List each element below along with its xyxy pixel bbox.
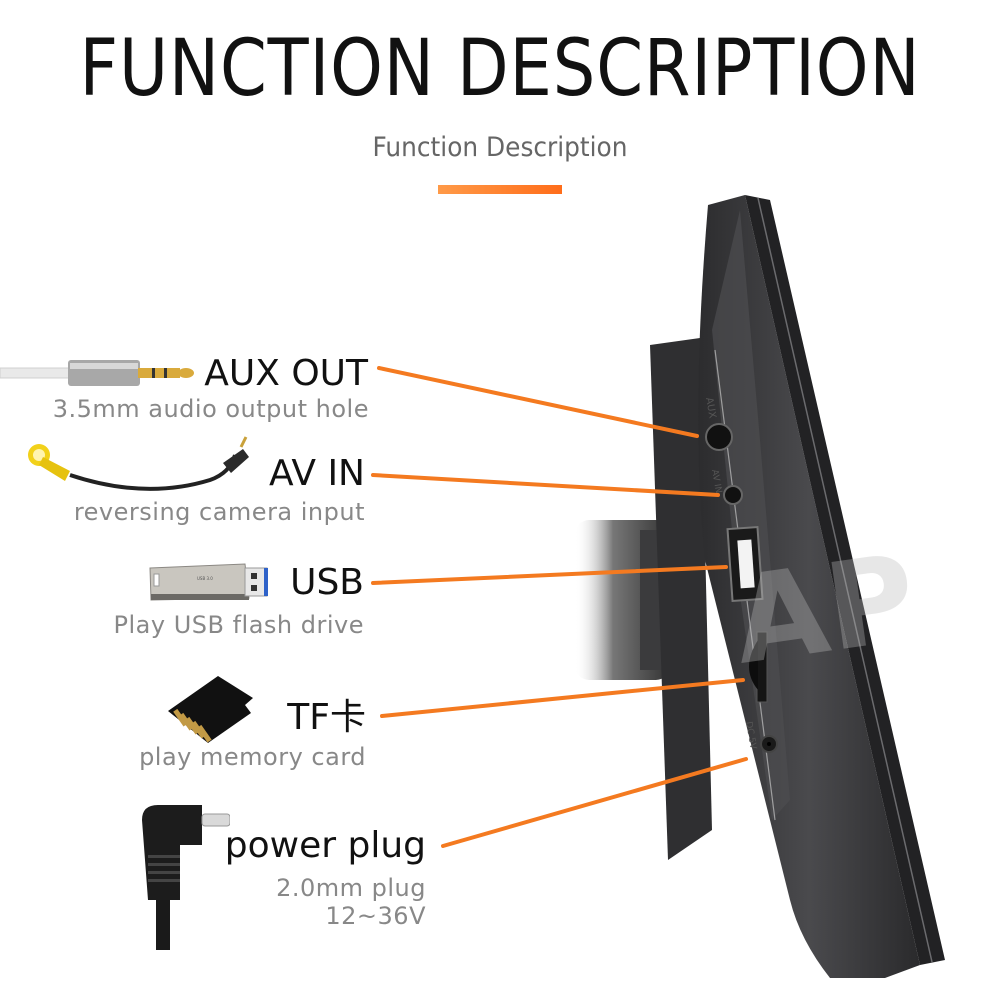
leader-line-aux	[377, 366, 699, 438]
leader-line-tf	[380, 678, 745, 718]
leader-line-av-in	[371, 473, 720, 497]
power-plug-icon	[142, 805, 230, 950]
rca-cable-icon	[28, 436, 249, 491]
callout-title: AUX OUT	[204, 353, 368, 394]
callout-power-plug: power plug 2.0mm plug 12~36V	[224, 825, 426, 930]
callout-description: play memory card	[139, 743, 366, 771]
callout-title: TF卡	[287, 697, 366, 738]
micro-sd-card-icon	[168, 676, 253, 743]
watermark: AP	[726, 529, 924, 692]
callout-title: power plug	[224, 825, 426, 866]
aux-port: AUX	[703, 397, 733, 451]
leader-line-power	[441, 757, 748, 848]
callout-description: 2.0mm plug	[276, 874, 426, 902]
usb-flash-drive-icon: USB 3.0	[149, 563, 268, 601]
callout-title: USB	[290, 562, 364, 603]
tf-card-slot	[749, 631, 768, 703]
callout-description: Play USB flash drive	[113, 611, 364, 639]
svg-text:AUX: AUX	[703, 397, 718, 420]
usb-port	[726, 525, 764, 603]
av-in-port: AV IN	[709, 469, 743, 505]
audio-jack-cable-icon	[0, 360, 194, 386]
callout-usb: USB Play USB flash drive	[113, 562, 364, 639]
leader-lines	[371, 366, 748, 848]
dc-power-port: DC 5V	[743, 721, 778, 753]
leader-line-usb	[371, 565, 728, 585]
svg-text:DC 5V: DC 5V	[743, 721, 758, 751]
callout-description: 3.5mm audio output hole	[52, 395, 369, 423]
page-subtitle: Function Description	[372, 132, 628, 163]
device-back-bracket	[650, 338, 712, 860]
svg-text:AV IN: AV IN	[709, 469, 723, 494]
page-title: FUNCTION DESCRIPTION	[79, 24, 921, 114]
callout-av-in: AV IN reversing camera input	[73, 453, 365, 526]
callout-tf-card: TF卡 play memory card	[139, 697, 366, 771]
callout-title: AV IN	[269, 453, 365, 494]
callout-description: reversing camera input	[73, 498, 365, 526]
accent-bar	[438, 185, 562, 194]
callout-aux-out: AUX OUT 3.5mm audio output hole	[52, 353, 369, 423]
callout-voltage: 12~36V	[325, 902, 426, 930]
svg-text:USB 3.0: USB 3.0	[197, 576, 213, 581]
